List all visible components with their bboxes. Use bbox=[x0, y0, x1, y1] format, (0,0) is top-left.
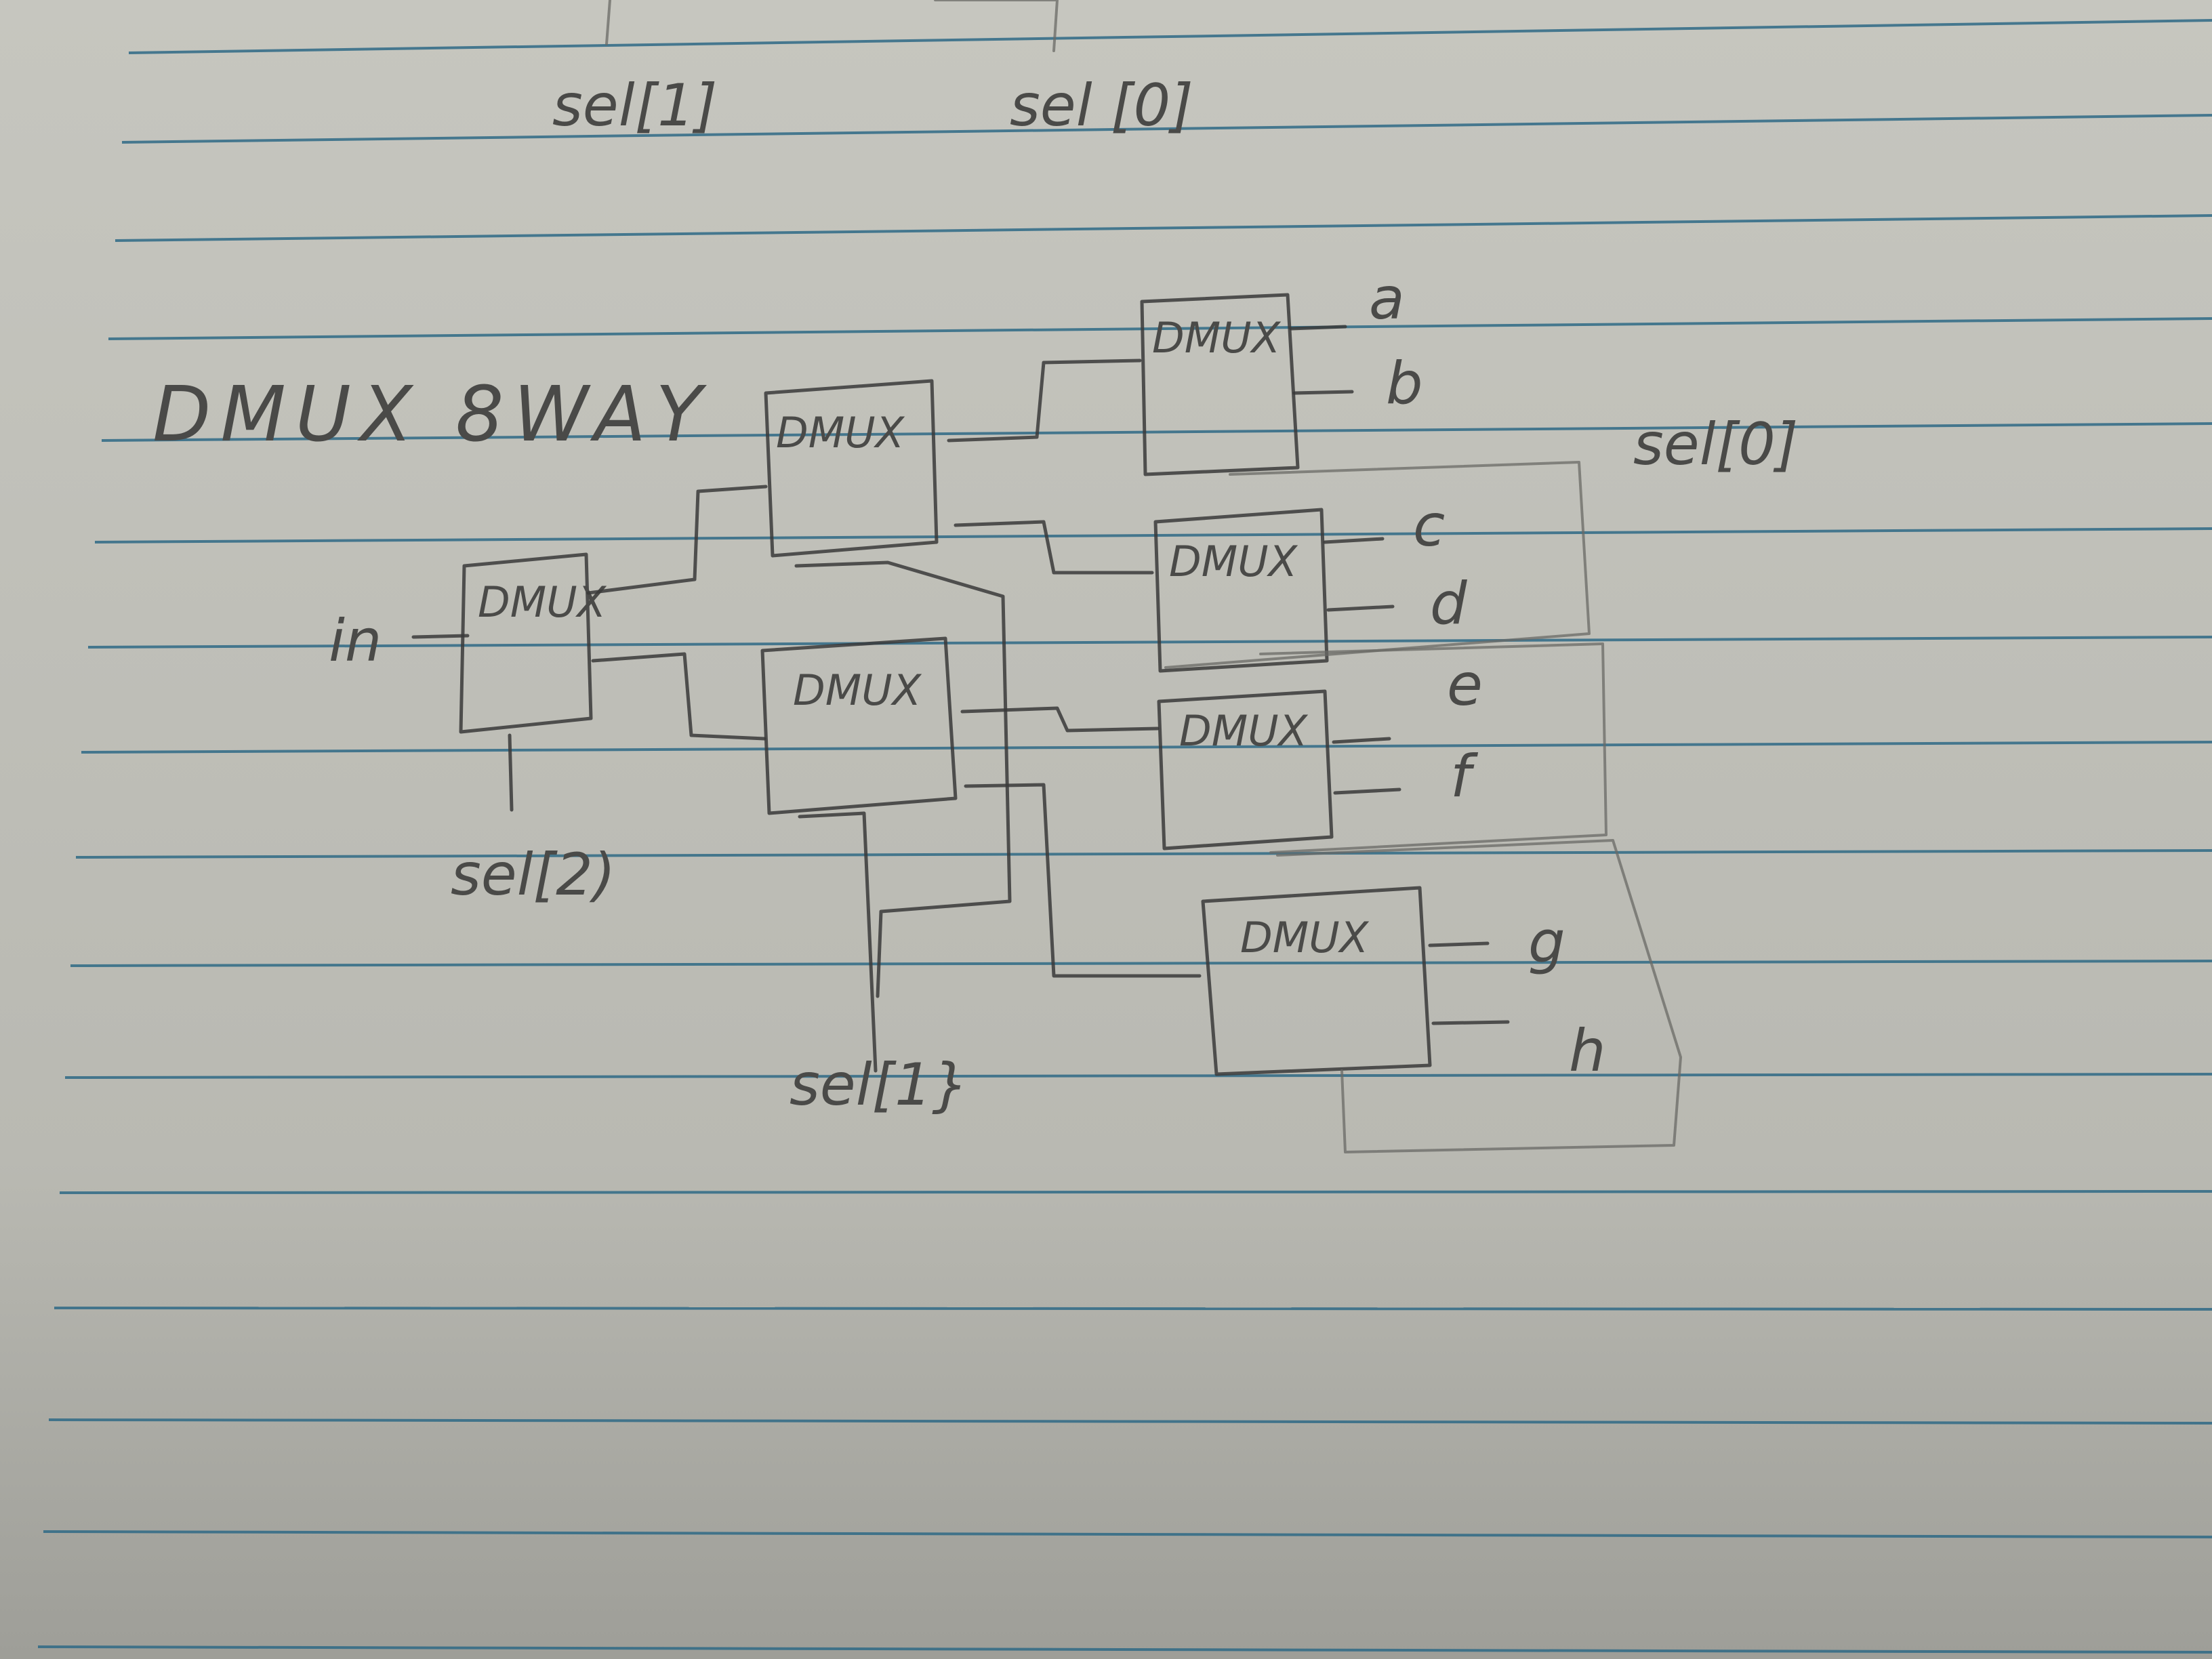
ruled-lines bbox=[37, 19, 2212, 1654]
dmux-label: DMUX bbox=[793, 665, 922, 715]
output-h-label: h bbox=[1569, 1017, 1606, 1085]
dmux-label: DMUX bbox=[1240, 913, 1370, 962]
wires bbox=[508, 325, 1682, 1153]
output-e-label: e bbox=[1447, 651, 1483, 719]
output-d-label: d bbox=[1430, 570, 1467, 638]
output-c-label: c bbox=[1413, 492, 1445, 560]
dmux-label: DMUX bbox=[1179, 706, 1309, 756]
dmux-block-a-b: DMUX bbox=[1140, 293, 1300, 476]
output-b-label: b bbox=[1386, 350, 1423, 417]
top-sel1-label: sel[1] bbox=[552, 72, 717, 140]
diagram-title: DMUX 8WAY bbox=[152, 371, 712, 459]
input-label: in bbox=[329, 607, 382, 675]
dmux-label: DMUX bbox=[478, 577, 607, 627]
sel2-label: sel[2) bbox=[451, 841, 615, 909]
top-sel0-label: sel [0] bbox=[1010, 72, 1193, 140]
sel1-label: sel[1} bbox=[790, 1051, 969, 1119]
dmux-block-stage2-top: DMUX bbox=[764, 379, 939, 558]
output-a-label: a bbox=[1369, 265, 1405, 333]
dmux-block-stage2-bottom: DMUX bbox=[760, 636, 958, 815]
sel0-label: sel[0] bbox=[1633, 411, 1798, 478]
output-g-label: g bbox=[1528, 909, 1565, 977]
dmux-block-g-h: DMUX bbox=[1201, 886, 1432, 1076]
dmux-label: DMUX bbox=[1152, 313, 1282, 363]
dmux-label: DMUX bbox=[776, 408, 905, 457]
dmux-block-c-d: DMUX bbox=[1153, 508, 1329, 673]
top-fragment: sel[1] sel [0] bbox=[552, 0, 1193, 140]
dmux-block-e-f: DMUX bbox=[1157, 689, 1334, 851]
dmux-block-stage1: DMUX bbox=[459, 552, 607, 734]
dmux-label: DMUX bbox=[1169, 537, 1298, 586]
